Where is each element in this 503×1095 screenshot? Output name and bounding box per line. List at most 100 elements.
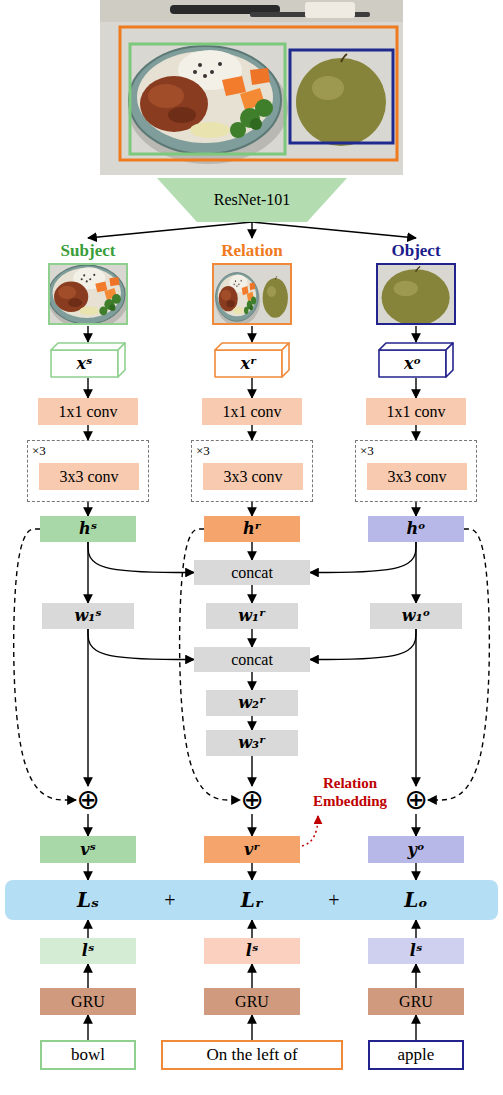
flow-arrow [415,863,416,880]
relation-box [120,27,397,160]
language-feature: lˢ [204,938,300,964]
flow-arrow [87,1015,88,1040]
flow-arrow [415,502,416,516]
flow-arrow [251,585,252,603]
embedding-vector: vˢ [40,836,136,863]
flow-arrow [415,542,416,603]
concat-block: concat [194,560,310,585]
feature-vector: hˢ [40,516,136,542]
loss-term: Lₒ [386,880,446,920]
node-text: 1x1 conv [58,402,117,421]
repeat-group: ×3 3x3 conv [27,440,149,502]
input-phrase: On the left of [161,1040,343,1070]
flow-arrow [310,629,416,660]
node-text: w₃ʳ [238,733,265,752]
node-text: 3x3 conv [223,467,282,486]
flow-arrow [87,502,88,516]
sum-symbol: ⊕ [404,786,427,814]
flow-arrow [415,814,416,836]
loss-band: ++LₛLᵣLₒ [5,880,498,920]
flow-arrow [415,920,416,938]
flow-arrow [251,672,252,690]
flow-arrow [87,378,88,398]
flow-arrow [87,629,88,786]
flow-arrow [251,1015,252,1040]
feature-map: xᵒ [378,342,454,378]
annotation-label: Relation Embedding [300,774,400,810]
weight-layer: w₁ˢ [42,603,134,629]
embedding-vector: yᵒ [368,836,464,863]
conv-block: 1x1 conv [38,398,138,425]
node-text: 3x3 conv [387,467,446,486]
backbone-block: ResNet-101 [157,178,347,222]
node-text: ×3 [32,443,46,459]
feature-vector: hʳ [204,516,300,542]
node-text: Subject [61,241,116,261]
input-phrase: apple [368,1040,464,1070]
sum-symbol: ⊕ [240,786,263,814]
feature-vector: hᵒ [368,516,464,542]
node-text: yᵒ [408,840,425,859]
object-box [290,50,393,143]
skip-connection [428,529,489,800]
node-text: vˢ [80,840,96,859]
crop-outline [377,264,455,324]
repeat-group: ×3 3x3 conv [355,440,477,502]
flow-arrow [252,222,416,238]
flow-arrow [87,326,88,342]
flow-arrow [251,378,252,398]
conv-block: 3x3 conv [203,463,303,490]
node-text: GRU [71,992,105,1011]
conv-block: 1x1 conv [202,398,302,425]
photo [100,0,403,175]
flow-arrow [87,814,88,836]
node-text: ×3 [360,443,374,459]
skip-connection [14,529,76,800]
weight-layer: w₁ᵒ [370,603,462,629]
subject-crop [34,240,186,335]
node-text: lˢ [82,941,94,960]
node-text: Lₛ [77,888,99,912]
subject-box [130,44,285,154]
node-text: concat [231,563,273,582]
node-text: hʳ [243,519,261,538]
node-text: Object [391,241,440,261]
node-text: + [164,888,175,912]
sum-node: ⊕ [404,786,428,814]
flow-arrow [87,920,88,938]
flow-arrow [251,863,252,880]
repeat-group: ×3 3x3 conv [191,440,313,502]
concat-block: concat [194,647,310,672]
flow-arrow [88,629,194,660]
flow-arrow [415,1015,416,1040]
flow-arrow [251,920,252,938]
flow-arrow [251,814,252,836]
flow-arrow [251,964,252,988]
input-phrase: bowl [40,1040,136,1070]
node-text: lˢ [410,941,422,960]
node-text: apple [398,1045,435,1065]
node-text: Lₒ [404,888,427,912]
node-text: w₁ˢ [74,606,101,625]
node-text: 1x1 conv [386,402,445,421]
conv-block: 3x3 conv [39,463,139,490]
node-text: concat [231,650,273,669]
node-text: lˢ [246,941,258,960]
flow-arrow [251,222,252,238]
node-text: On the left of [206,1045,297,1065]
node-text: ×3 [196,443,210,459]
node-text: w₁ᵒ [402,606,430,625]
flow-arrow [251,716,252,730]
node-text: xˢ [77,354,93,373]
sum-symbol: ⊕ [76,786,99,814]
node-text: bowl [71,1045,105,1065]
node-text: + [328,888,339,912]
feature-map: xʳ [214,342,290,378]
node-text: Relation [221,241,282,261]
feature-map: xˢ [50,342,126,378]
conv-block: 3x3 conv [367,463,467,490]
flow-arrow [415,964,416,988]
flow-arrow [88,542,194,573]
input-photo [100,0,403,175]
